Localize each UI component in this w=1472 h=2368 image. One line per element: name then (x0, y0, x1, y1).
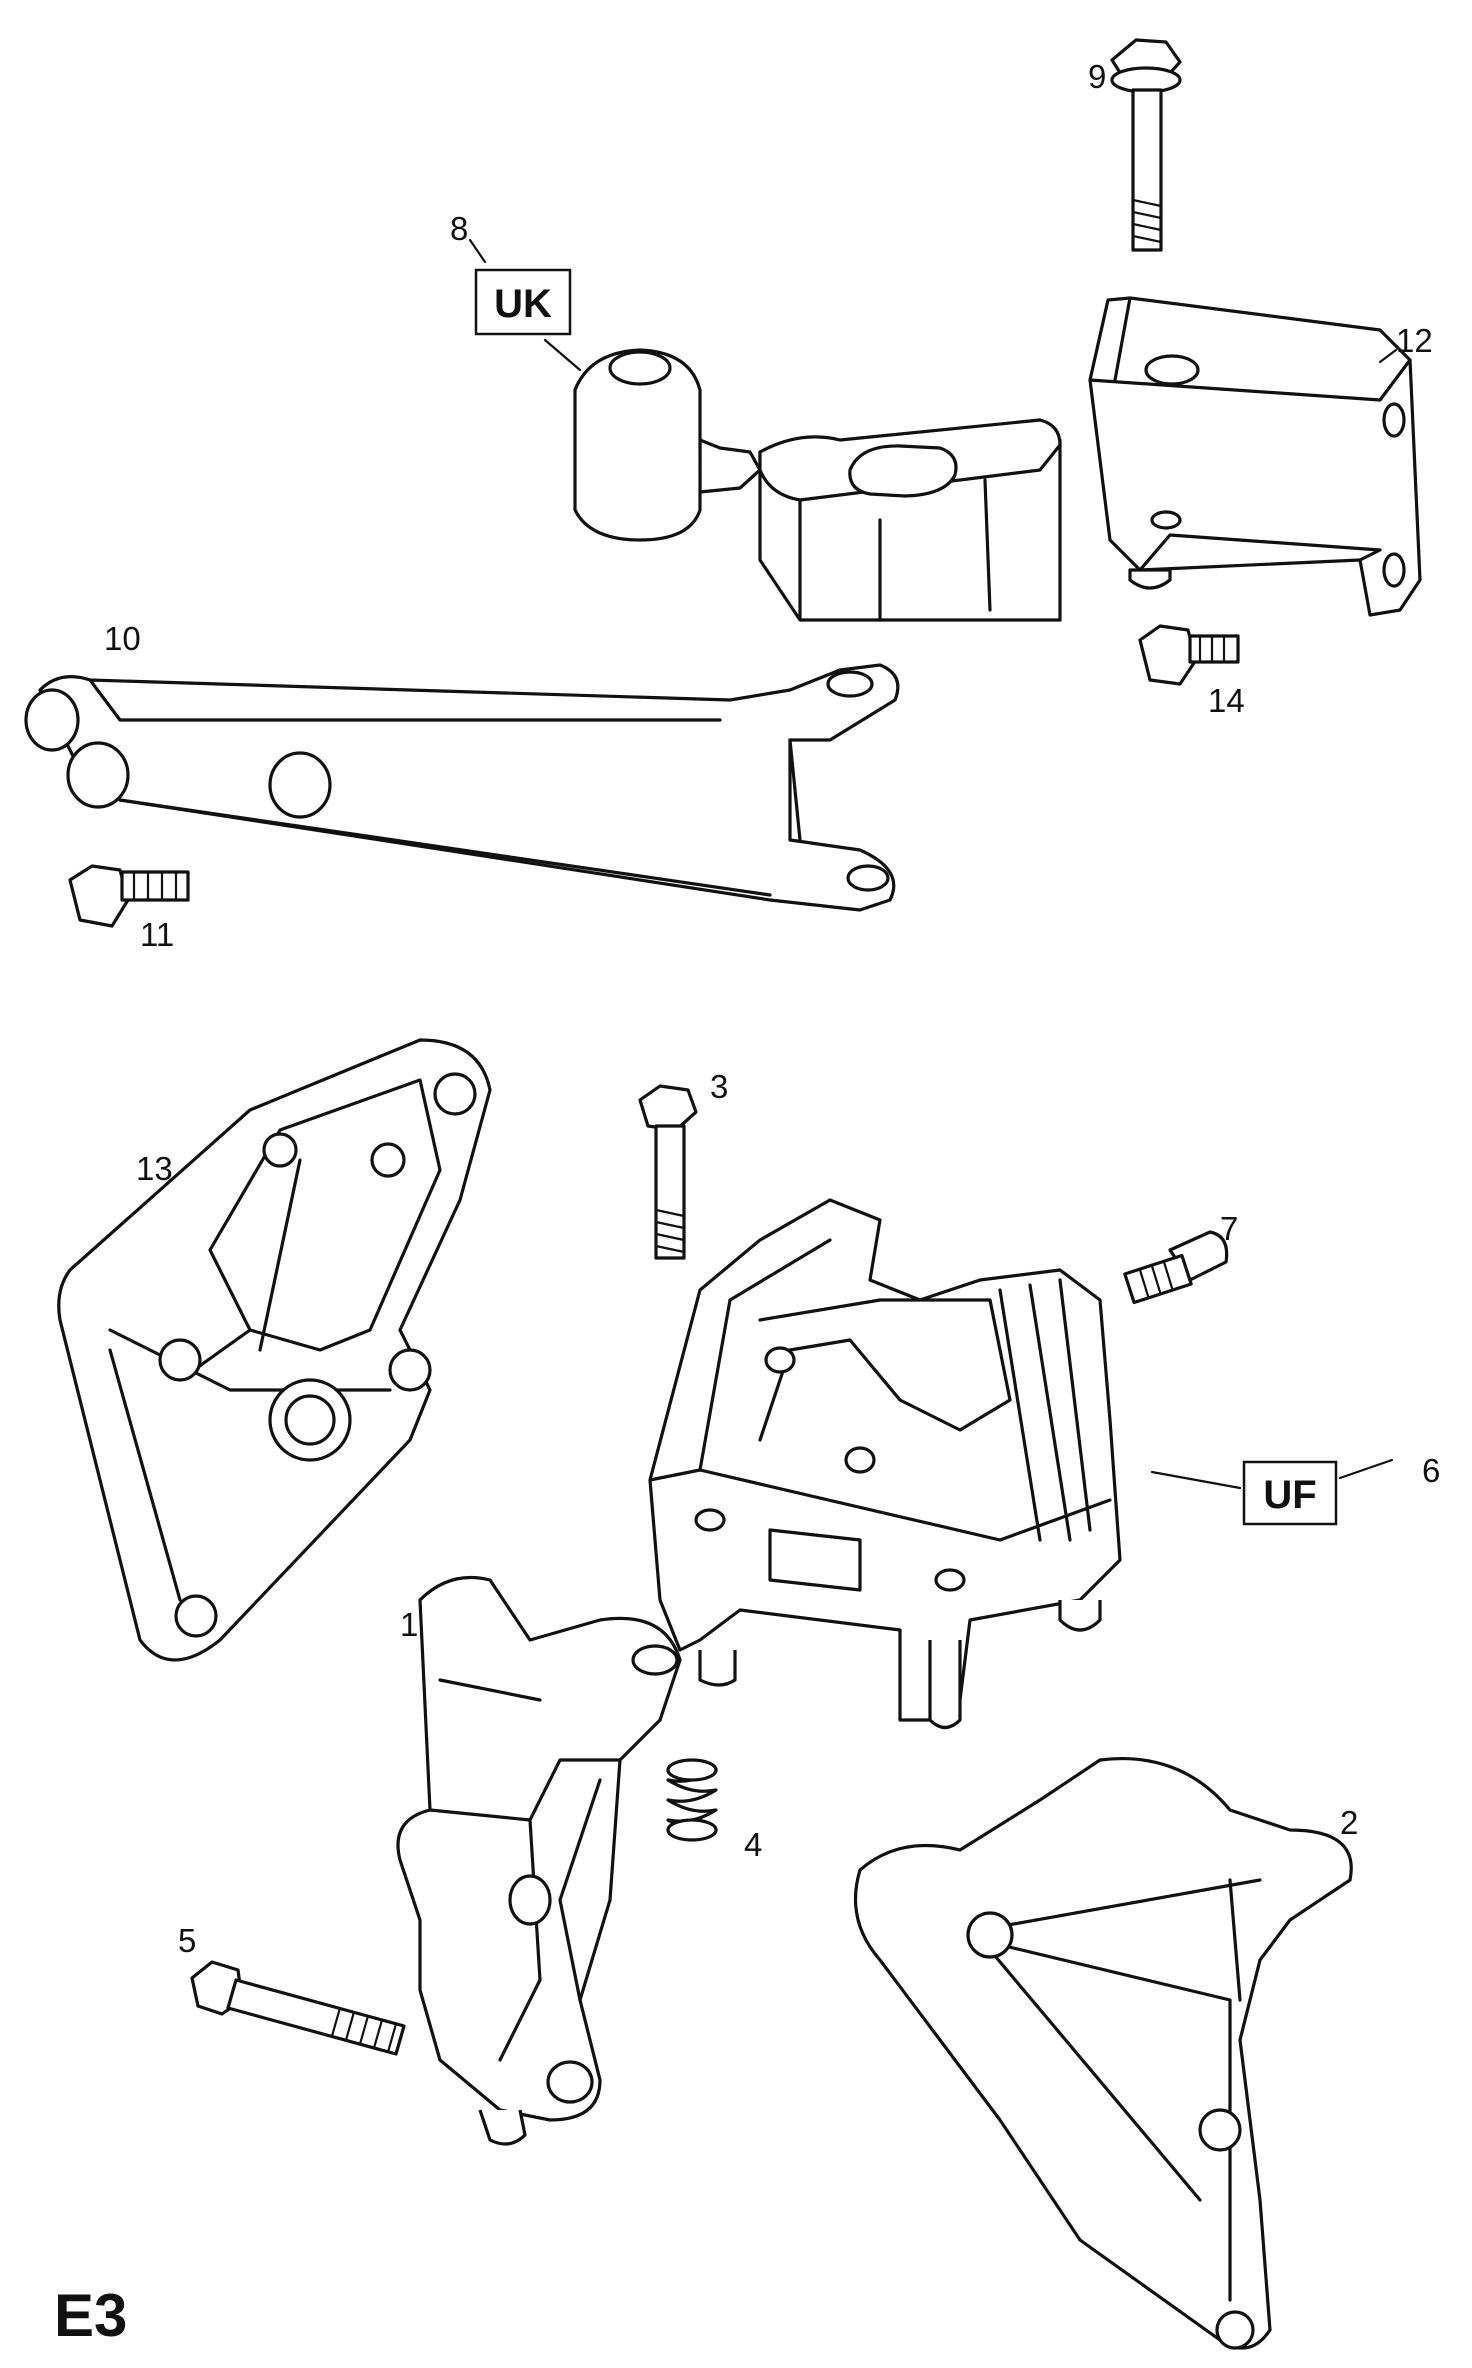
callout-14: 14 (1208, 682, 1245, 719)
uk-label: UK (494, 282, 552, 326)
part-13-mounting-plate (57, 1038, 492, 1662)
part-6-engine-mount (648, 1198, 1122, 1730)
callout-5: 5 (178, 1922, 196, 1959)
part-14-bolt (1138, 624, 1240, 686)
part-9-bolt (1110, 38, 1182, 252)
part-2-bracket (853, 1756, 1353, 2350)
callout-8: 8 (450, 210, 468, 247)
callout-numbers: 9 8 12 14 10 11 3 13 7 6 1 4 2 5 (104, 58, 1440, 1959)
callout-1: 1 (400, 1606, 418, 1643)
part-1-bracket (396, 1575, 682, 2146)
callout-6: 6 (1422, 1452, 1440, 1489)
callout-11: 11 (140, 916, 174, 953)
callout-4: 4 (744, 1826, 762, 1863)
leader-lines (468, 238, 1398, 1490)
uf-label-box: UF (1242, 1460, 1338, 1526)
part-12-bracket (1088, 296, 1422, 617)
part-11-bolt (68, 864, 190, 928)
uf-label: UF (1263, 1473, 1316, 1517)
callout-12: 12 (1396, 322, 1433, 359)
part-7-bolt (1123, 1230, 1229, 1305)
callout-13: 13 (136, 1150, 173, 1187)
part-5-bolt (190, 1960, 406, 2056)
part-3-bolt (638, 1084, 698, 1260)
diagram-code: E3 (54, 2282, 127, 2349)
callout-7: 7 (1220, 1210, 1238, 1247)
callout-10: 10 (104, 620, 141, 657)
callout-9: 9 (1088, 58, 1106, 95)
part-10-support-bracket (24, 663, 900, 912)
part-8-torque-rod-mount (573, 348, 1062, 622)
callout-2: 2 (1340, 1804, 1358, 1841)
callout-3: 3 (710, 1068, 728, 1105)
uk-label-box: UK (474, 268, 572, 336)
part-4-spring (666, 1758, 718, 1842)
